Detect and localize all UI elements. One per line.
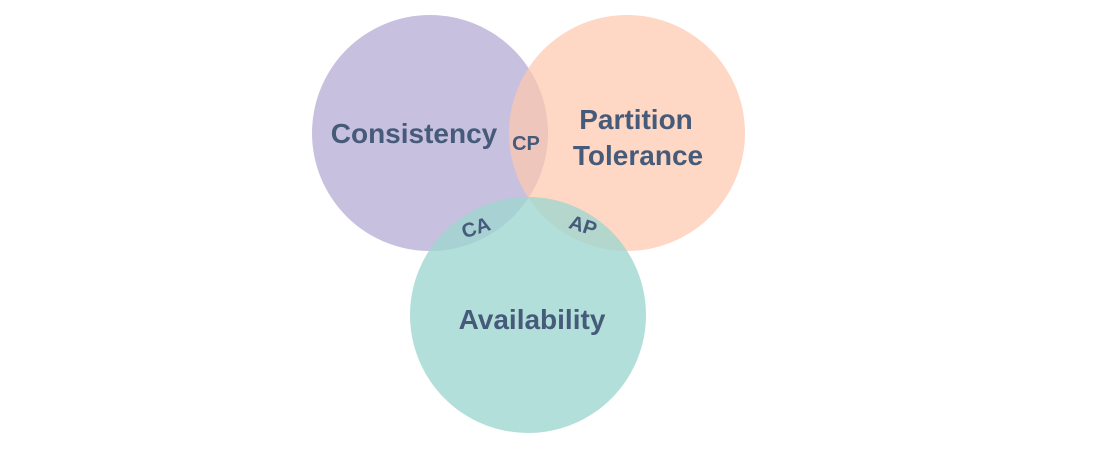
venn-circles <box>312 15 745 433</box>
partition-tolerance-circle <box>509 15 745 251</box>
partition-tolerance-label-line1: Partition <box>579 104 693 135</box>
partition-tolerance-label-line2: Tolerance <box>573 140 703 171</box>
venn-labels: Consistency Partition Tolerance Availabi… <box>331 104 703 335</box>
availability-circle <box>410 197 646 433</box>
consistency-label: Consistency <box>331 118 498 149</box>
cp-intersection-label: CP <box>512 133 540 155</box>
consistency-circle <box>312 15 548 251</box>
availability-label: Availability <box>459 304 606 335</box>
